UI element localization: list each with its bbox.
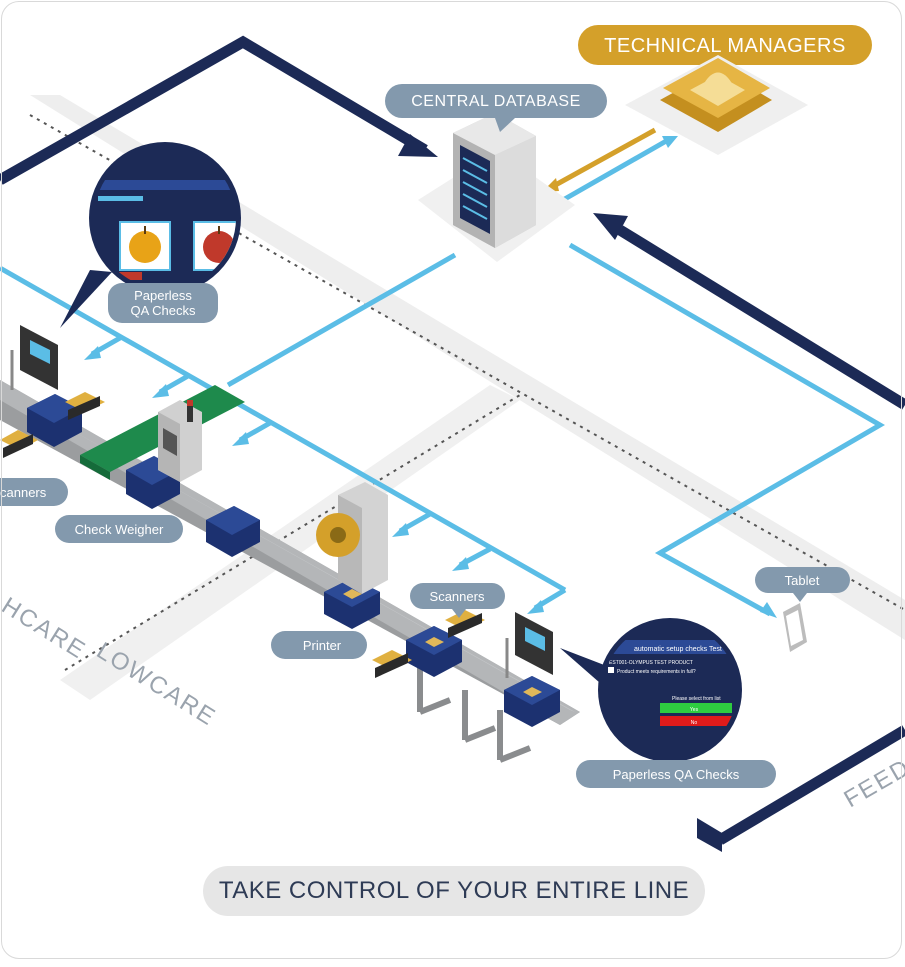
check-weigher-label: Check Weigher <box>55 515 183 543</box>
footer-tagline: TAKE CONTROL OF YOUR ENTIRE LINE <box>203 866 705 916</box>
tablet-icon <box>783 603 807 652</box>
zone-label-highcare: HCARE <box>0 592 91 665</box>
hmi-terminal-icon <box>12 325 58 390</box>
scanners-left-label: canners <box>0 478 68 506</box>
svg-text:Printer: Printer <box>303 638 342 653</box>
svg-text:Tablet: Tablet <box>785 573 820 588</box>
screen-product: TEST001-OLYMPUS TEST PRODUCT <box>606 660 693 666</box>
svg-text:Paperless: Paperless <box>134 288 192 303</box>
svg-text:TECHNICAL MANAGERS: TECHNICAL MANAGERS <box>604 35 846 57</box>
navy-arrow-tail <box>697 818 722 852</box>
screen-check: Product meets requirements in full? <box>617 669 696 675</box>
conveyor-belt <box>0 380 580 760</box>
qa-checks-callout-bottom: automatic setup checks Test TEST001-OLYM… <box>560 618 742 762</box>
scanners-label: Scanners <box>410 583 505 618</box>
paperless-qa-checks-label-bottom: Paperless QA Checks <box>576 760 776 788</box>
svg-text:Scanners: Scanners <box>430 589 485 604</box>
check-weigher-machine-icon <box>158 400 202 482</box>
screen-header: automatic setup checks Test <box>634 646 722 653</box>
screen-prompt: Please select from list <box>672 696 721 702</box>
printer-label: Printer <box>271 631 367 659</box>
svg-text:canners: canners <box>0 485 47 500</box>
no-option-text: No <box>691 720 698 726</box>
lock-icon <box>625 55 808 155</box>
svg-text:QA Checks: QA Checks <box>130 303 196 318</box>
svg-text:Check Weigher: Check Weigher <box>75 522 164 537</box>
svg-text:Paperless QA Checks: Paperless QA Checks <box>613 767 740 782</box>
paperless-qa-checks-label-top: Paperless QA Checks <box>108 283 218 323</box>
svg-text:CENTRAL DATABASE: CENTRAL DATABASE <box>411 93 581 110</box>
yes-option-text: Yes <box>690 707 699 713</box>
hmi-terminal-icon <box>507 612 553 678</box>
